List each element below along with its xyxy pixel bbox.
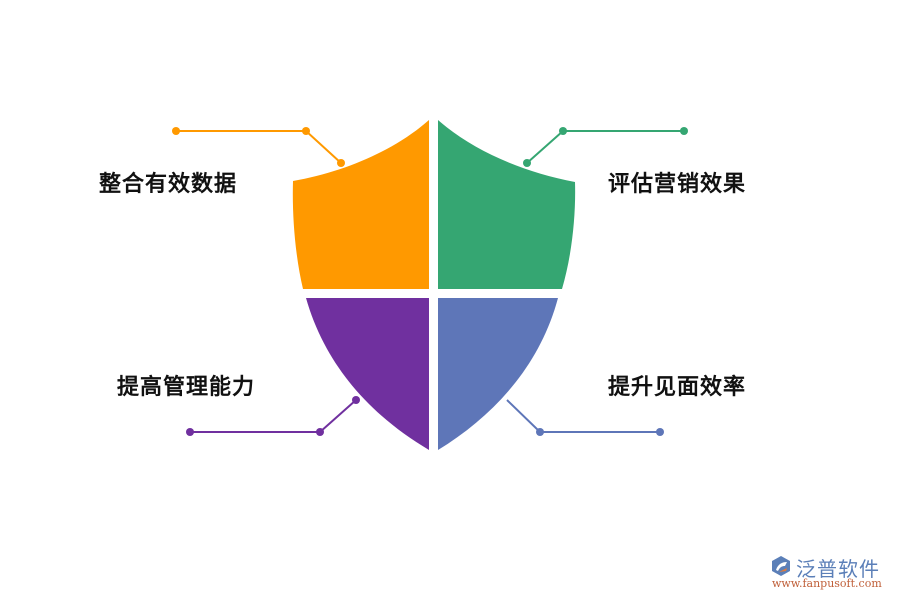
connector-bottom-right [506,399,664,436]
brand-url: www.fanpusoft.com [772,577,882,590]
brand-logo-icon [772,556,790,576]
connector-top-left [172,127,345,167]
label-bottom-left: 提高管理能力 [117,375,256,400]
label-top-right: 评估营销效果 [608,172,747,197]
connector-top-right [523,127,688,167]
shield-quadrant-bottom-right [438,298,558,450]
brand-name: 泛普软件 [796,557,880,581]
connector-bottom-left [186,396,360,436]
label-top-left: 整合有效数据 [99,172,238,197]
watermark: 泛普软件 www.fanpusoft.com [770,553,895,593]
shield-quadrant-top-right [438,120,576,289]
shield-quadrant-top-left [292,120,429,289]
shield-quadrant-bottom-left [306,298,429,450]
label-bottom-right: 提升见面效率 [608,375,747,400]
